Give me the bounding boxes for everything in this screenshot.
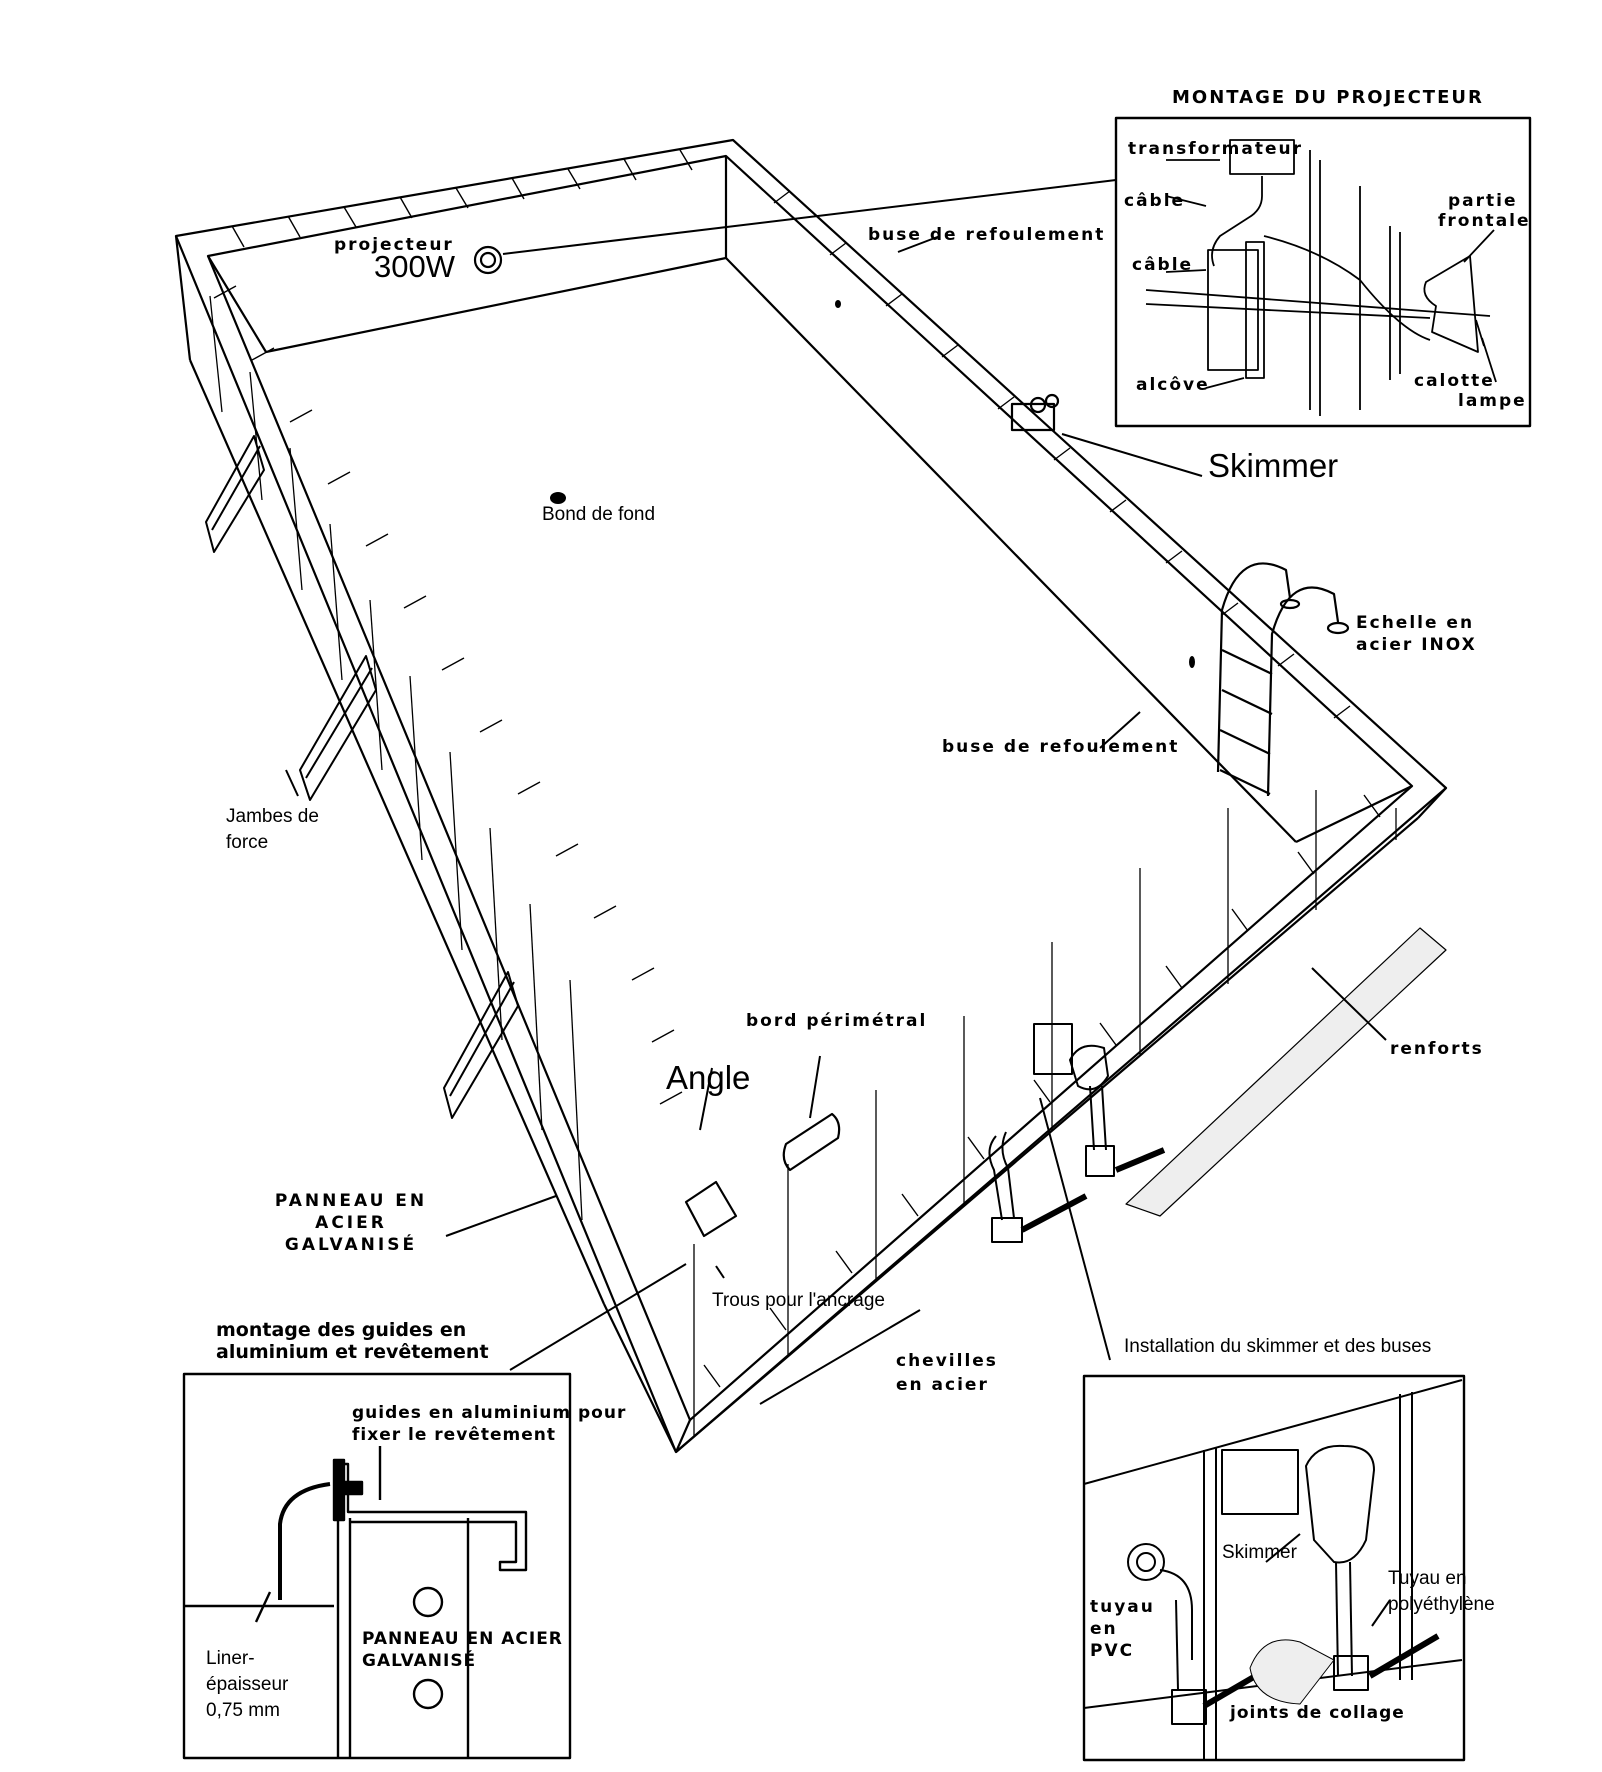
label-trous-ancrage: Trous pour l'ancrage — [712, 1290, 885, 1311]
title-montage-projecteur: MONTAGE DU PROJECTEUR — [1172, 87, 1484, 108]
inset-skimmer-box — [1082, 1374, 1466, 1762]
corner-angle-piece — [684, 1180, 738, 1238]
inset-guides-box — [182, 1372, 572, 1760]
label-calotte: calotte — [1414, 371, 1495, 391]
gravel-strip — [1125, 927, 1447, 1217]
label-alcove: alcôve — [1136, 375, 1210, 395]
label-panneau-2: ACIER — [315, 1213, 387, 1233]
label-projecteur-watt: 300W — [374, 249, 455, 284]
skimmer-detail — [1083, 1379, 1463, 1760]
title-montage-guides-1: montage des guides en — [216, 1319, 467, 1341]
label-echelle-1: Echelle en — [1356, 613, 1475, 633]
perimeter-edge-roll — [782, 1112, 841, 1172]
label-skimmer-small: Skimmer — [1222, 1542, 1297, 1563]
label-buse-refoulement-mid: buse de refoulement — [942, 737, 1180, 757]
label-buse-refoulement-top: buse de refoulement — [868, 225, 1106, 245]
label-transformateur: transformateur — [1128, 139, 1303, 159]
label-guides-alu-2: fixer le revêtement — [352, 1425, 556, 1445]
inset-projector-box — [1114, 116, 1532, 428]
label-tuyau-poly-2: polyéthylène — [1388, 1594, 1495, 1615]
leader-lines — [285, 179, 1387, 1405]
label-renforts: renforts — [1390, 1039, 1484, 1059]
label-joints-collage: joints de collage — [1230, 1703, 1405, 1723]
projector-icon — [473, 245, 503, 275]
label-tuyau-pvc-1: tuyau — [1090, 1597, 1155, 1617]
label-panneau-acier-2: GALVANISÉ — [362, 1651, 477, 1671]
label-tuyau-pvc-2: en — [1090, 1619, 1118, 1639]
label-angle: Angle — [666, 1059, 751, 1096]
guides-profile — [184, 1446, 528, 1758]
left-wall — [188, 359, 606, 1305]
label-panneau-1: PANNEAU EN — [274, 1191, 428, 1211]
label-chevilles-2: en acier — [896, 1375, 989, 1395]
label-guides-alu-1: guides en aluminium pour — [352, 1403, 627, 1423]
label-partie-frontale-2: frontale — [1438, 211, 1531, 231]
label-liner-3: 0,75 mm — [206, 1700, 280, 1721]
front-wall — [675, 817, 1419, 1453]
coping-segments — [231, 149, 693, 248]
label-partie-frontale-1: partie — [1448, 191, 1518, 211]
label-panneau-3: GALVANISÉ — [284, 1235, 418, 1255]
title-montage-guides-2: aluminium et revêtement — [216, 1341, 489, 1363]
label-chevilles-1: chevilles — [896, 1351, 998, 1371]
label-cable-1: câble — [1124, 191, 1186, 211]
label-lampe: lampe — [1458, 391, 1527, 411]
title-installation-skimmer: Installation du skimmer et des buses — [1124, 1336, 1432, 1357]
bracing-legs — [205, 435, 519, 1119]
label-liner-1: Liner- — [206, 1648, 255, 1669]
label-skimmer: Skimmer — [1208, 447, 1339, 484]
label-tuyau-pvc-3: PVC — [1090, 1641, 1135, 1661]
label-liner-2: épaisseur — [206, 1674, 289, 1695]
front-skimmer-assembly — [988, 1023, 1166, 1243]
label-echelle-2: acier INOX — [1356, 635, 1477, 655]
pool-coping-outer — [174, 138, 1448, 1454]
label-panneau-acier-1: PANNEAU EN ACIER — [362, 1629, 563, 1649]
label-bond-de-fond: Bond de fond — [542, 504, 656, 525]
ladder — [1216, 562, 1350, 797]
projector-exploded — [1145, 139, 1497, 416]
label-bord-perimetral: bord périmétral — [746, 1011, 928, 1031]
drain-dots — [550, 300, 1195, 668]
label-jambes-2: force — [226, 832, 269, 853]
label-jambes-1: Jambes de — [226, 806, 319, 827]
skimmer-top — [1010, 402, 1056, 432]
label-cable-2: câble — [1132, 255, 1194, 275]
label-projecteur: projecteur — [334, 235, 454, 255]
label-tuyau-poly-1: Tuyau en — [1388, 1568, 1467, 1589]
